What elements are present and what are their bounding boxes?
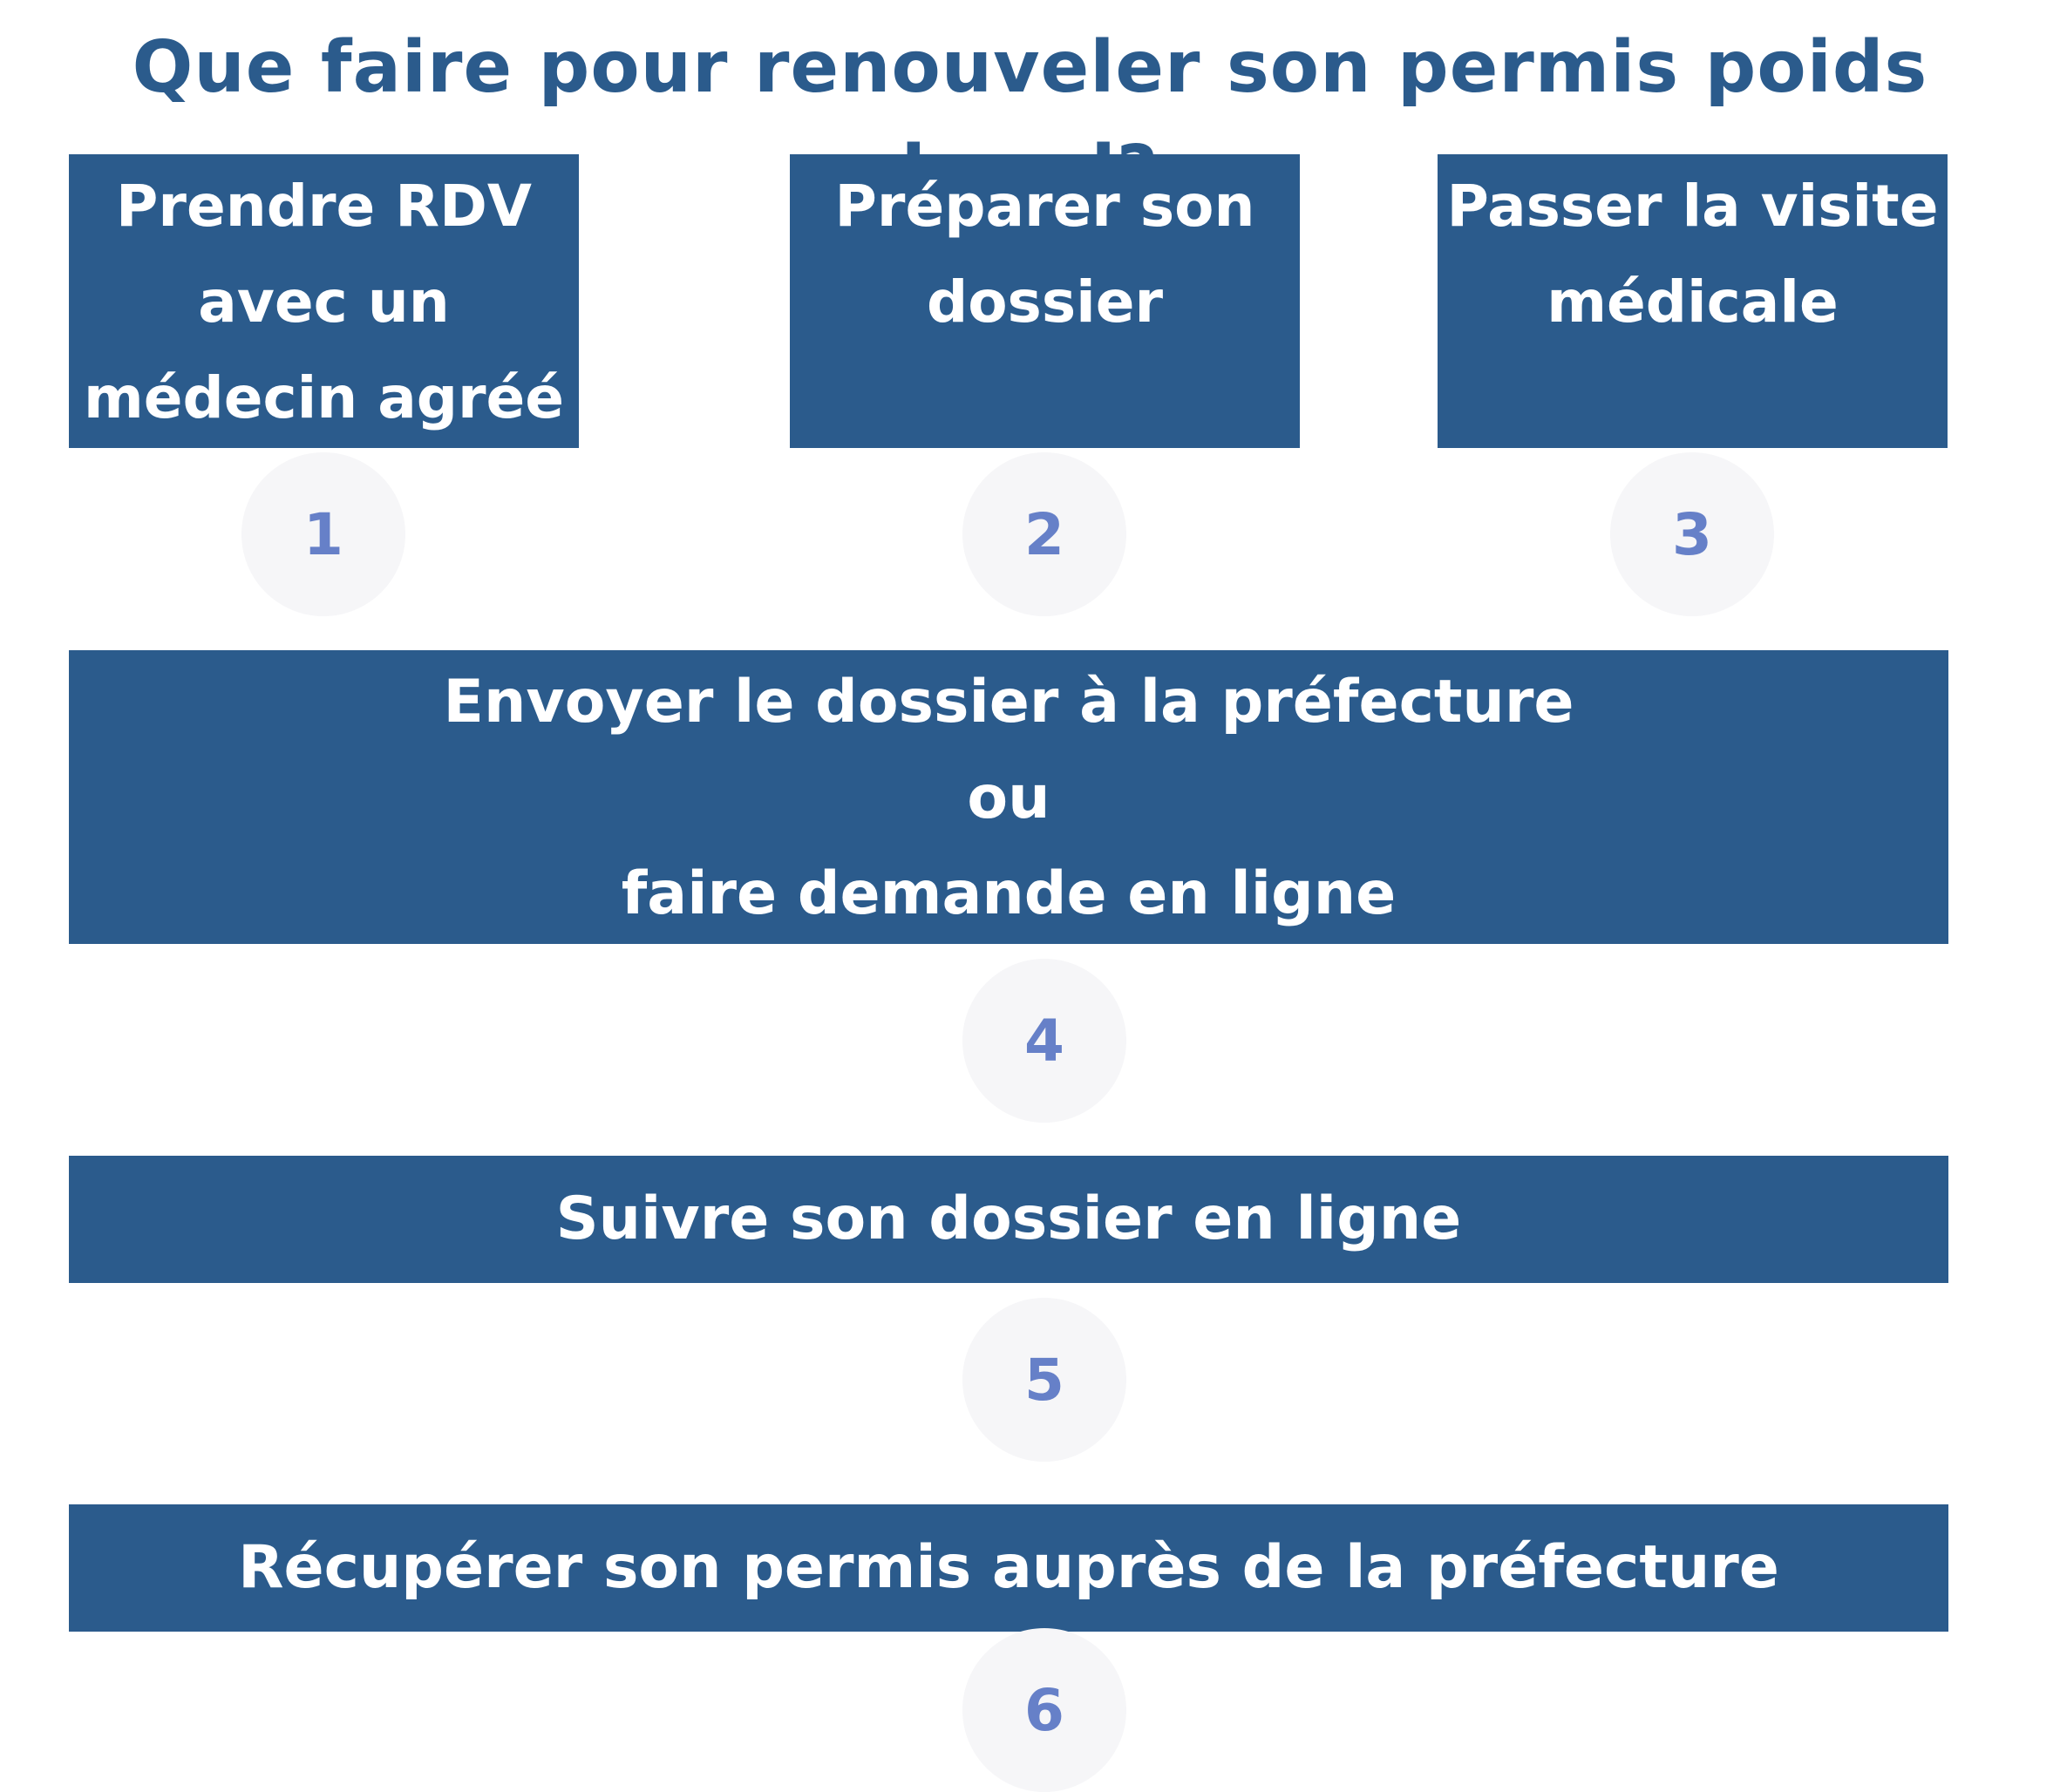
step-3-line-2: médicale (1547, 268, 1839, 336)
step-5-line-1: Suivre son dossier en ligne (555, 1184, 1462, 1253)
step-4-line-3: faire demande en ligne (621, 859, 1397, 928)
step-3-line-1: Passer la visite (1446, 173, 1939, 240)
step-6-number: 6 (962, 1628, 1126, 1792)
step-5-number: 5 (962, 1298, 1126, 1462)
step-3-box: Passer la visite médicale (1438, 154, 1948, 448)
step-1-line-3: médecin agréé (83, 364, 565, 431)
step-4-number: 4 (962, 959, 1126, 1123)
step-2-box: Préparer son dossier (790, 154, 1300, 448)
step-4-line-1: Envoyer le dossier à la préfecture (443, 668, 1574, 736)
step-4-line-2: ou (967, 764, 1050, 832)
step-4-box: Envoyer le dossier à la préfecture ou fa… (69, 650, 1948, 944)
step-2-line-2: dossier (926, 268, 1164, 336)
step-5-box: Suivre son dossier en ligne (69, 1156, 1948, 1283)
step-6-box: Récupérer son permis auprès de la préfec… (69, 1504, 1948, 1632)
step-1-line-1: Prendre RDV (116, 173, 532, 240)
step-2-number: 2 (962, 452, 1126, 616)
step-1-line-2: avec un (198, 268, 450, 336)
step-1-number: 1 (241, 452, 405, 616)
step-2-line-1: Préparer son (834, 173, 1255, 240)
step-6-line-1: Récupérer son permis auprès de la préfec… (238, 1533, 1779, 1602)
step-1-box: Prendre RDV avec un médecin agréé (69, 154, 579, 448)
step-3-number: 3 (1610, 452, 1774, 616)
